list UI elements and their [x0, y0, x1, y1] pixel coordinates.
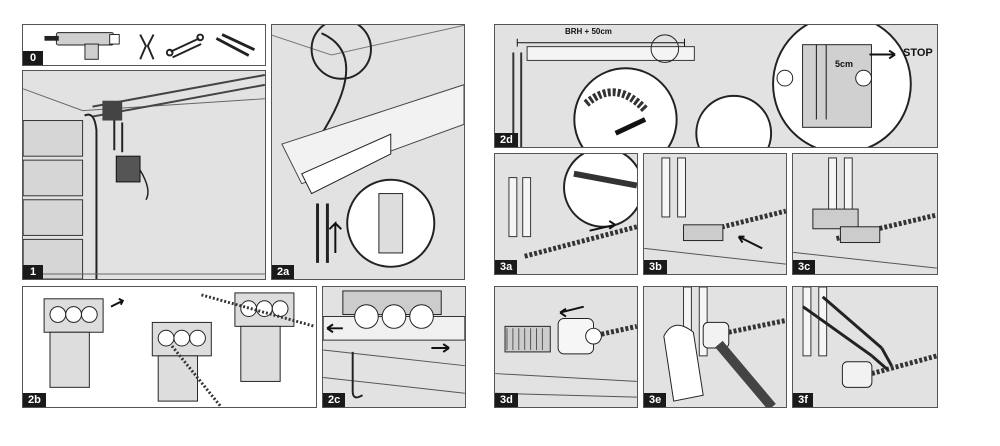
step-label-3e: 3e [644, 393, 667, 407]
panel-3c: 3c [792, 153, 938, 275]
pliers-cut-illustration [802, 287, 937, 388]
tools-illustration [44, 32, 256, 60]
panel-3a: 3a [494, 153, 638, 275]
garage-illustration [23, 73, 265, 279]
carriage-illustration [43, 292, 315, 407]
brh-annotation: BRH + 50cm [565, 27, 612, 36]
panel-2a-bracket: 2a [271, 24, 465, 280]
step-label-2c: 2c [323, 393, 346, 407]
step-label-1: 1 [23, 265, 43, 279]
pliers-icon [139, 34, 155, 60]
panel-2d-chain-length: BRH + 50cm STOP 5cm 2d [494, 24, 938, 148]
panel-1-garage: 1 [22, 70, 266, 280]
step-label-2b: 2b [23, 393, 46, 407]
five-cm-annotation: 5cm [835, 59, 854, 69]
step-label-3b: 3b [644, 260, 667, 274]
step-label-3d: 3d [495, 393, 518, 407]
rail-illustration [323, 290, 465, 399]
bracket-illustration [272, 25, 464, 268]
step-label-0: 0 [23, 51, 43, 65]
step-label-3a: 3a [495, 260, 518, 274]
drill-icon [44, 32, 120, 60]
step-label-3c: 3c [793, 260, 816, 274]
chain-spring-illustration [793, 157, 937, 269]
wrenches-icon [165, 33, 204, 59]
wrench-tighten-illustration [663, 287, 786, 407]
panel-2b-carriage: 2b [22, 286, 317, 408]
step-label-3f: 3f [793, 393, 813, 407]
spring-mount-illustration [495, 305, 637, 398]
step-label-2d: 2d [495, 133, 518, 147]
chain-insert-illustration [508, 154, 637, 259]
panel-0-tools: 0 [22, 24, 266, 66]
chain-length-illustration [512, 25, 912, 147]
screwdrivers-icon [215, 33, 256, 57]
chain-guide-illustration [644, 157, 786, 265]
panel-3d: 3d [494, 286, 638, 408]
step-label-2a: 2a [272, 265, 295, 279]
panel-3f: 3f [792, 286, 938, 408]
panel-3b: 3b [643, 153, 787, 275]
panel-3e: 3e [643, 286, 787, 408]
panel-2c-rail: 2c [322, 286, 466, 408]
stop-annotation: STOP [903, 47, 933, 59]
